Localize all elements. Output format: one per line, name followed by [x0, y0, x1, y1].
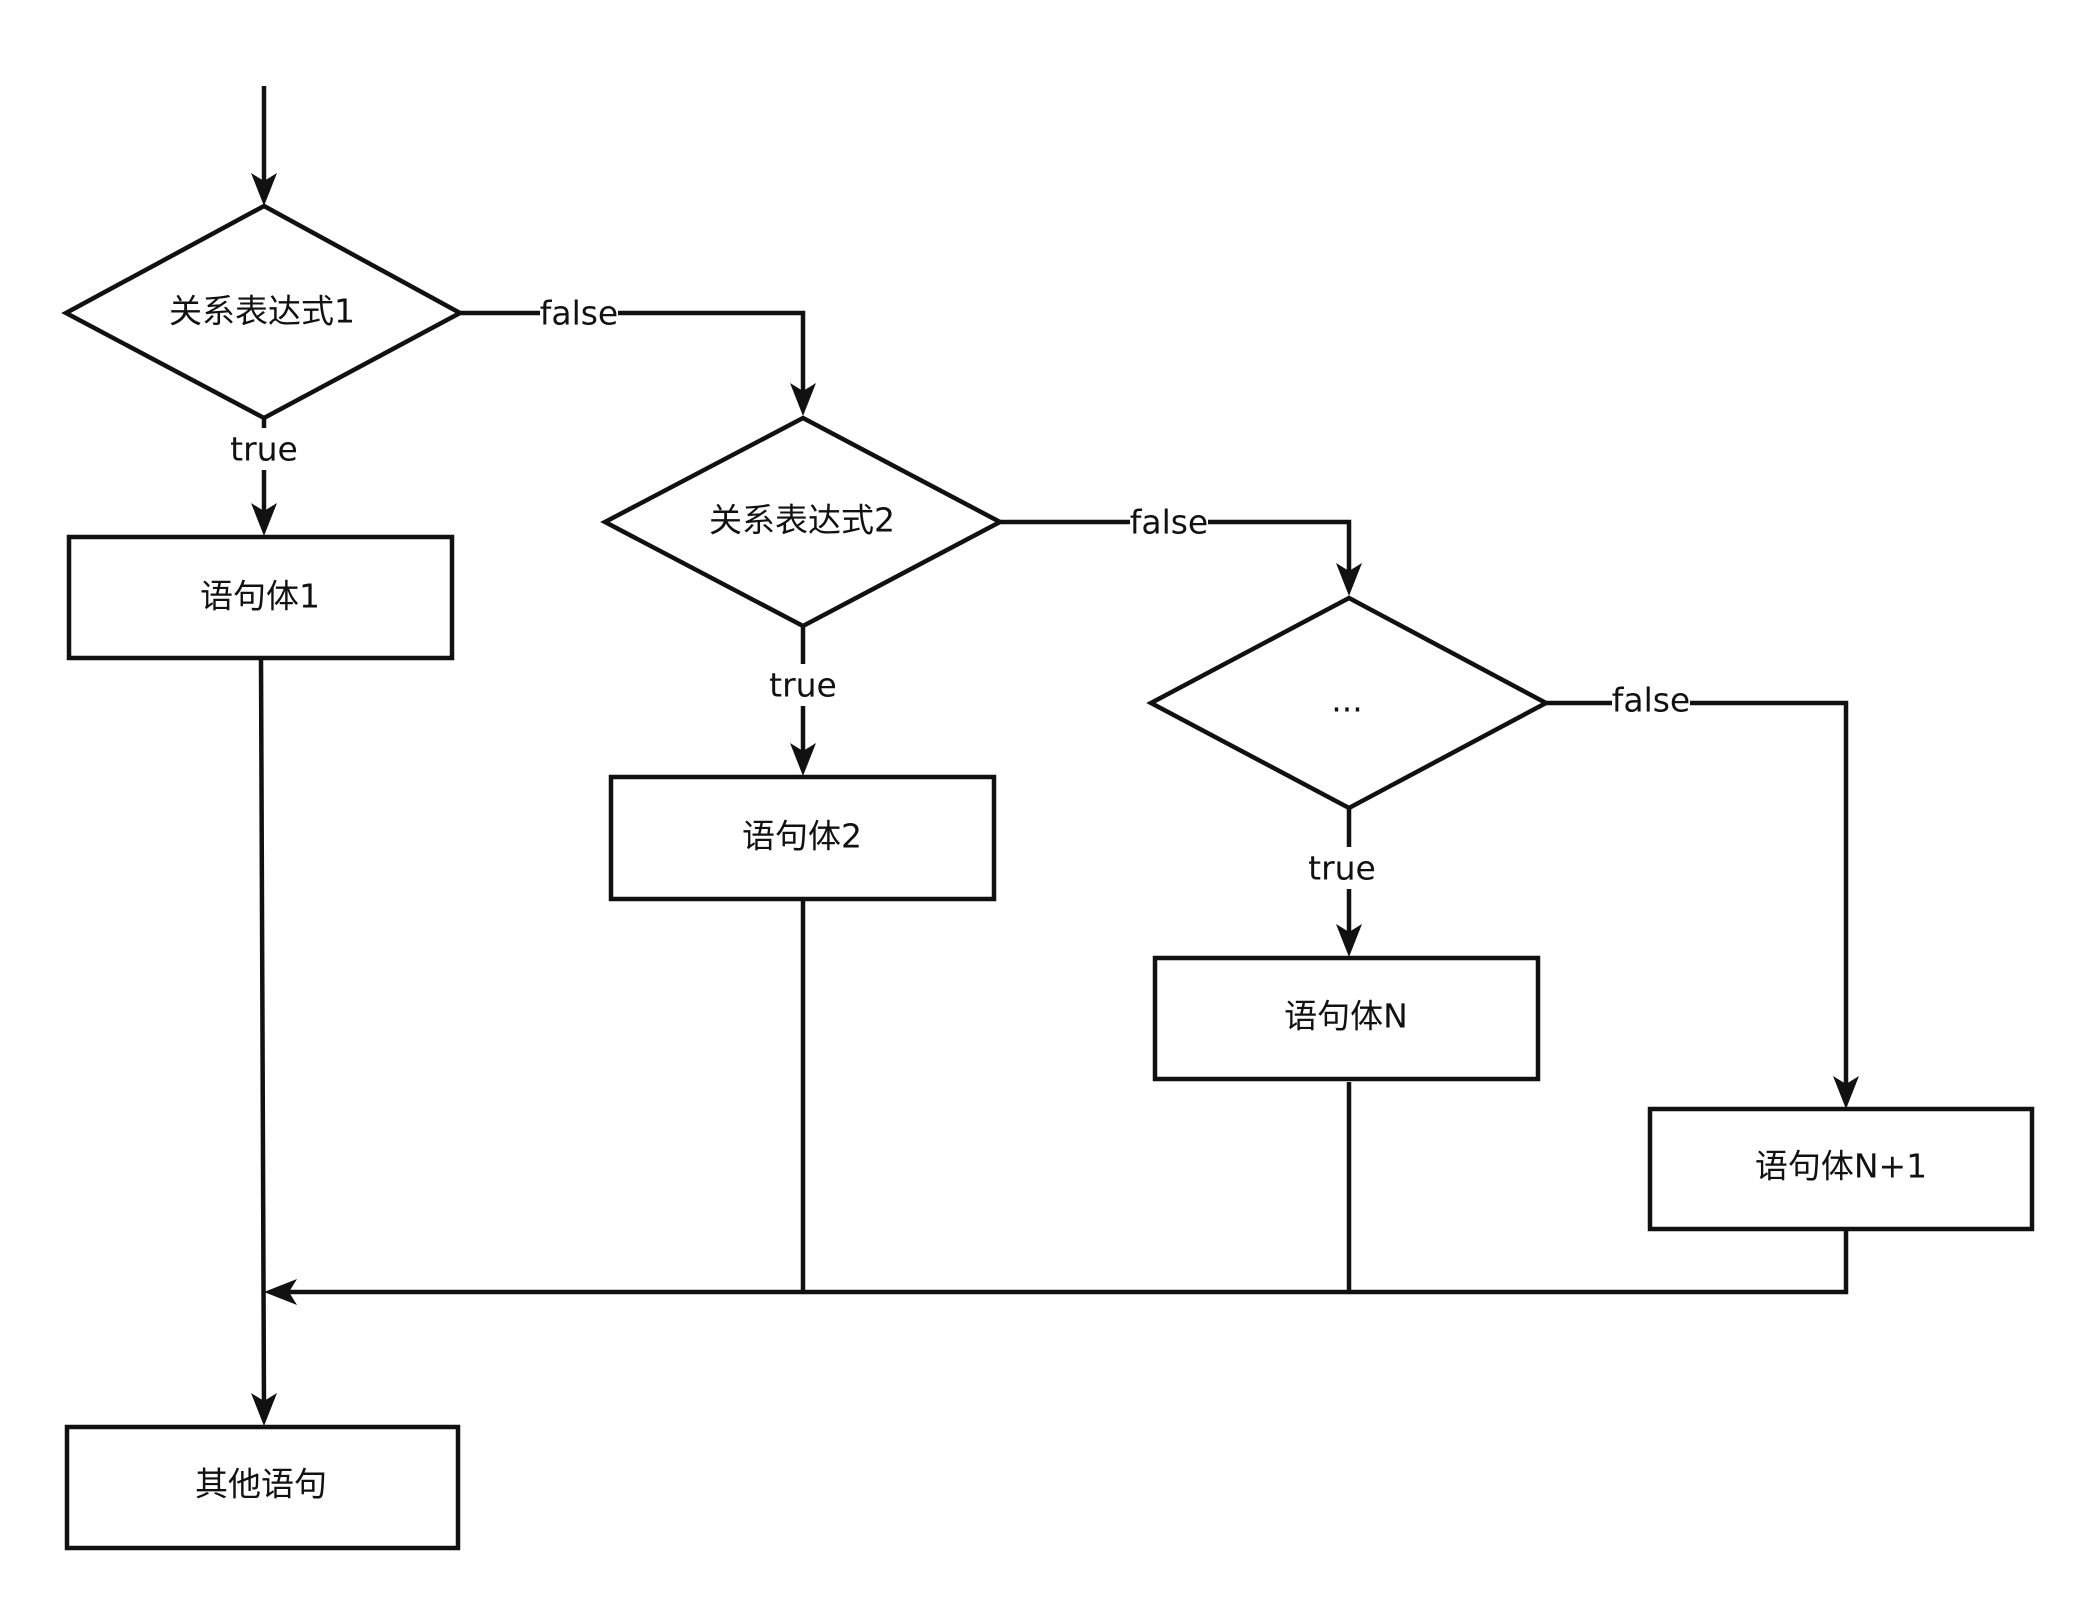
edge-label-cond1-false: false: [540, 292, 619, 334]
label-true: true: [1308, 849, 1376, 888]
process-stmtn1: 语句体N+1: [1647, 1106, 2035, 1232]
process-stmtn1-label: 语句体N+1: [1755, 1147, 1927, 1186]
decision-cond2-label: 关系表达式2: [709, 501, 895, 540]
decision-condn-label: ...: [1331, 681, 1362, 720]
edge-label-cond1-true: true: [229, 428, 299, 470]
label-false: false: [1612, 681, 1691, 720]
arrowhead-cond2-true: [790, 743, 816, 776]
edge-cond1-false: [460, 310, 806, 400]
arrowhead-merge: [264, 1279, 297, 1305]
process-stmt2-label: 语句体2: [742, 817, 862, 856]
label-true: true: [230, 430, 298, 469]
arrowhead-cond1-true: [251, 503, 277, 536]
edge-stmt1-to-other: [258, 657, 267, 1411]
edge-label-cond2-true: true: [768, 664, 838, 706]
edge-label-condn-true: true: [1307, 847, 1377, 889]
decision-cond1-label: 关系表达式1: [169, 292, 355, 331]
process-other-label: 其他语句: [195, 1465, 327, 1504]
arrowhead-cond1-false: [790, 383, 816, 416]
edge-label-condn-false: false: [1612, 679, 1691, 721]
edge-label-cond2-false: false: [1130, 501, 1209, 543]
edge-merge-line: [280, 1231, 1849, 1295]
label-true: true: [769, 666, 837, 705]
arrowhead-condn-false: [1833, 1076, 1859, 1109]
process-stmt1-label: 语句体1: [200, 577, 320, 616]
edge-condn-false: [1546, 700, 1849, 1093]
arrowhead-condn-true: [1336, 924, 1362, 957]
edge-cond2-false: [1000, 519, 1352, 580]
arrowhead-entry: [251, 173, 277, 206]
decision-cond1: 关系表达式1: [61, 203, 465, 421]
label-false: false: [540, 294, 619, 333]
process-stmt2: 语句体2: [608, 774, 997, 902]
process-stmt1: 语句体1: [66, 534, 455, 661]
label-false: false: [1130, 503, 1209, 542]
arrowhead-to-other: [251, 1393, 277, 1426]
process-stmtn: 语句体N: [1152, 955, 1541, 1082]
process-other: 其他语句: [64, 1424, 461, 1551]
decision-condn: ...: [1146, 595, 1551, 811]
process-stmtn-label: 语句体N: [1284, 997, 1408, 1036]
decision-cond2: 关系表达式2: [600, 415, 1005, 629]
arrowhead-cond2-false: [1336, 563, 1362, 596]
